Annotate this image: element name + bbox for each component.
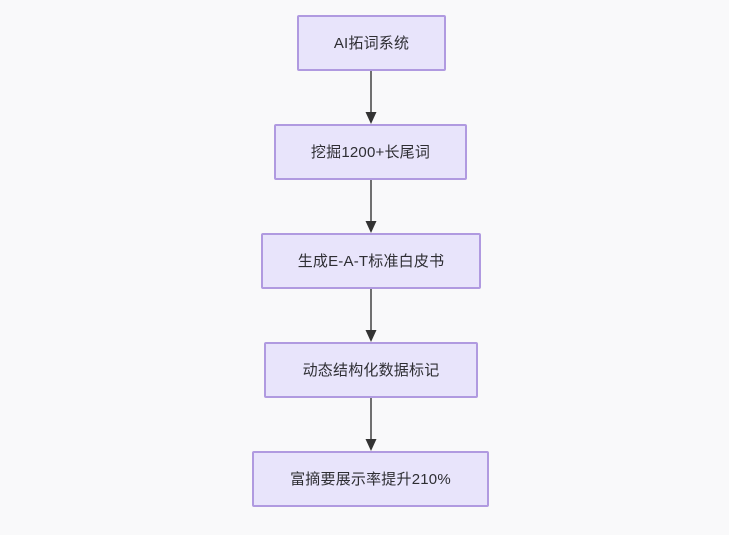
flow-node-mine-longtail-keywords[interactable]: 挖掘1200+长尾词 <box>274 124 467 180</box>
flow-node-ai-keyword-system[interactable]: AI拓词系统 <box>297 15 446 71</box>
flow-edge-n4-n5 <box>361 398 381 451</box>
flow-edge-n3-n4 <box>361 289 381 342</box>
flow-node-rich-snippet-rate-increase[interactable]: 富摘要展示率提升210% <box>252 451 489 507</box>
flow-node-generate-eat-whitepaper[interactable]: 生成E-A-T标准白皮书 <box>261 233 481 289</box>
flow-node-label: 生成E-A-T标准白皮书 <box>297 252 445 270</box>
flow-node-label: 挖掘1200+长尾词 <box>310 143 431 161</box>
flow-edge-n2-n3 <box>361 180 381 233</box>
flow-edge-n1-n2 <box>361 71 381 124</box>
flow-node-label: AI拓词系统 <box>333 34 410 52</box>
flow-node-label: 富摘要展示率提升210% <box>290 470 451 488</box>
flow-node-label: 动态结构化数据标记 <box>302 361 440 379</box>
flow-node-dynamic-structured-data-markup[interactable]: 动态结构化数据标记 <box>264 342 478 398</box>
